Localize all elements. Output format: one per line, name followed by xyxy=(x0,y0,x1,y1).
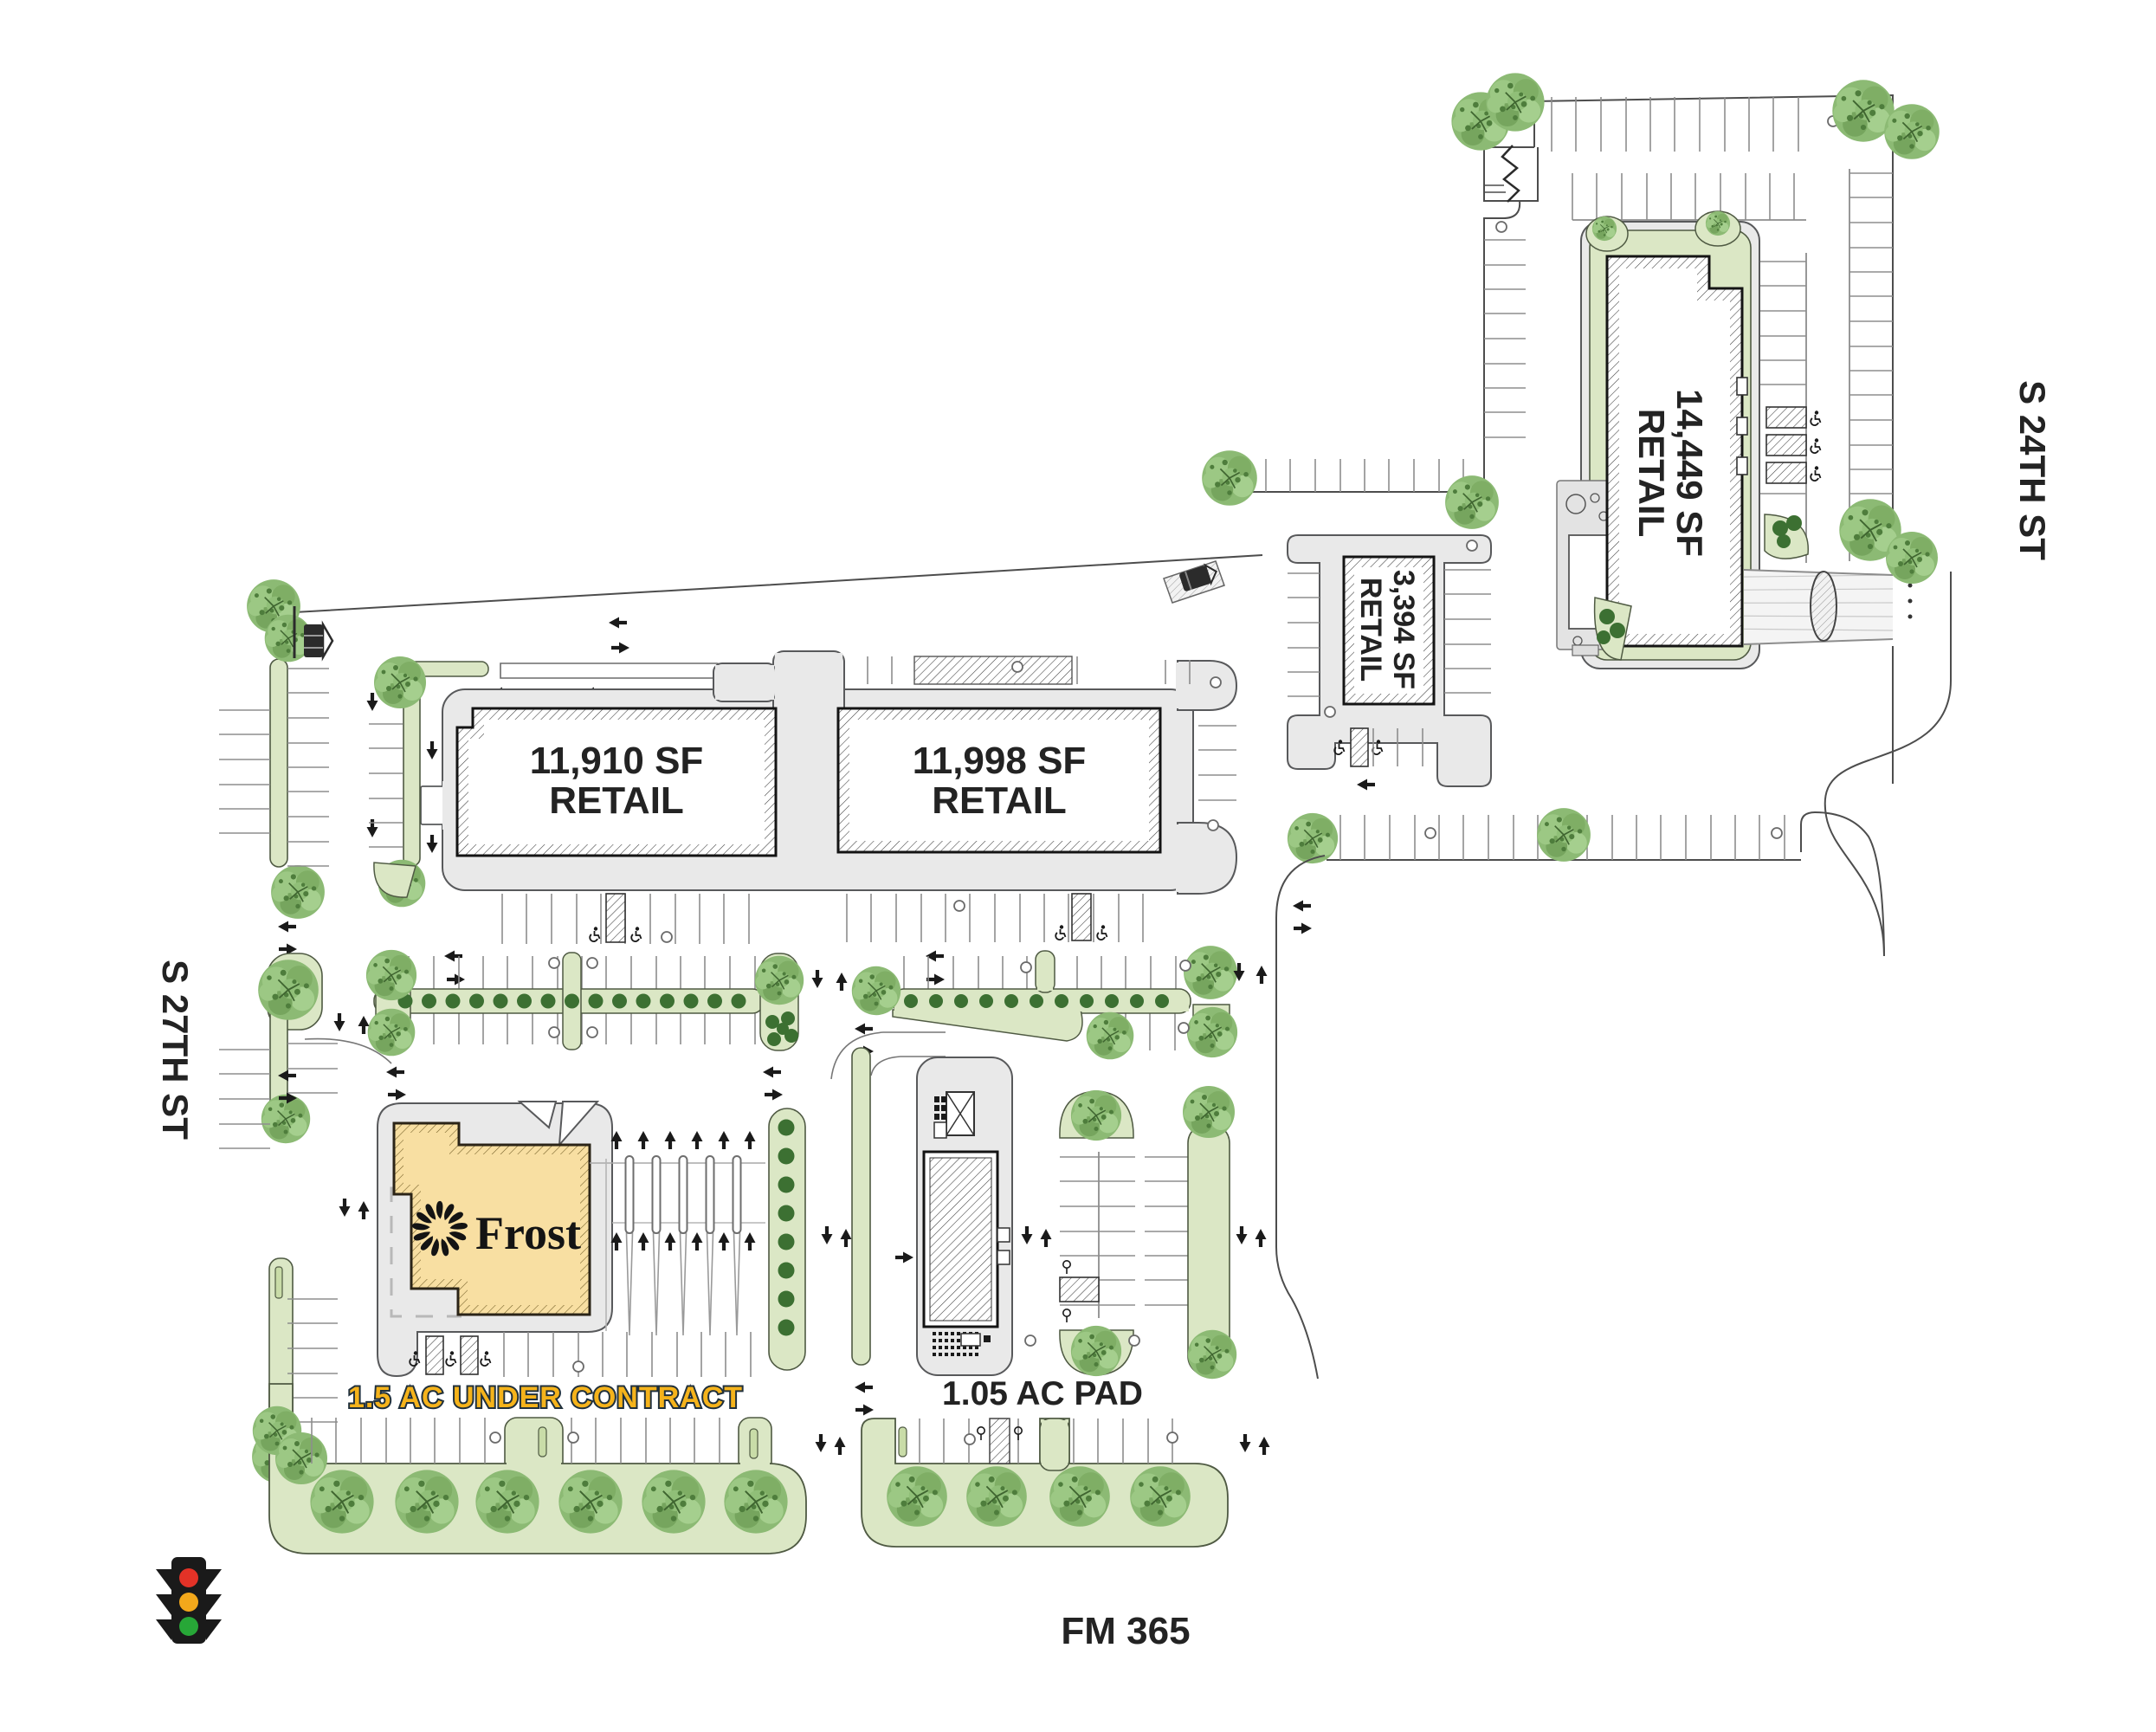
svg-text:11,998 SFRETAIL: 11,998 SFRETAIL xyxy=(913,740,1087,822)
svg-text:1.05 AC PAD: 1.05 AC PAD xyxy=(942,1375,1143,1412)
svg-text:S 24TH ST: S 24TH ST xyxy=(2012,380,2053,560)
svg-text:FM 365: FM 365 xyxy=(1061,1610,1190,1652)
svg-text:Frost: Frost xyxy=(475,1207,581,1259)
svg-text:1.5 AC UNDER CONTRACT: 1.5 AC UNDER CONTRACT xyxy=(348,1381,743,1414)
svg-text:S 27TH ST: S 27TH ST xyxy=(155,960,196,1140)
svg-text:14,449 SFRETAIL: 14,449 SFRETAIL xyxy=(1631,389,1710,557)
svg-text:11,910 SFRETAIL: 11,910 SFRETAIL xyxy=(530,740,704,822)
svg-text:3,394 SFRETAIL: 3,394 SFRETAIL xyxy=(1354,570,1420,689)
